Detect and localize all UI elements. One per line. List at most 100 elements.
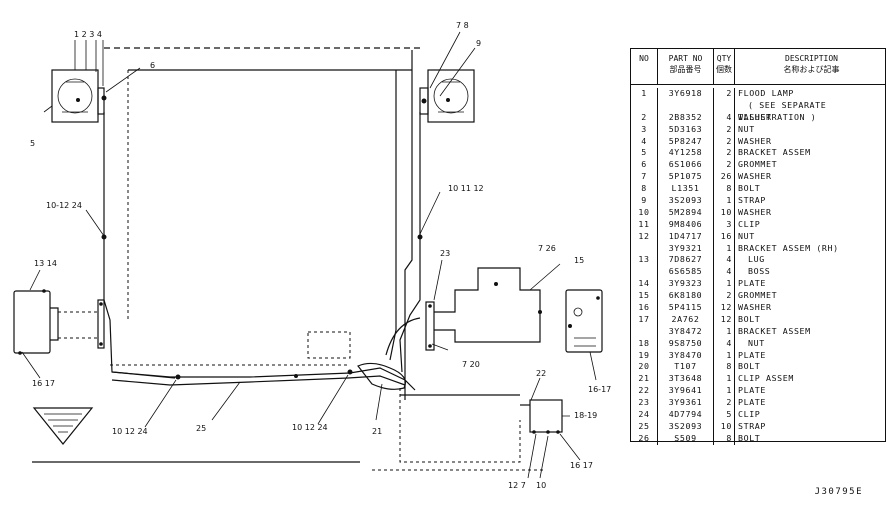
cell-qty: 10 <box>714 206 735 219</box>
callout-10-12-24-left: 10 12 24 <box>112 427 148 436</box>
cell-qty-text: 1 <box>726 242 732 253</box>
cell-qty-text: 2 <box>726 159 732 170</box>
cell-description-text: BOLT <box>738 432 761 443</box>
cell-description-text: WASHER <box>738 135 772 146</box>
cell-description: PLATE <box>735 397 885 409</box>
cell-part-no: 2B8352 <box>658 111 714 124</box>
cell-description: BOLT <box>735 433 885 445</box>
cell-part-no-text: 5P8247 <box>668 135 703 146</box>
cell-qty: 1 <box>714 373 735 386</box>
cell-description-text: WASHER <box>738 302 772 313</box>
cell-part-no: L1351 <box>658 183 714 196</box>
cell-qty: 1 <box>714 278 735 291</box>
cell-no: 5 <box>631 147 658 160</box>
lower-junction-box <box>399 388 563 463</box>
cell-no <box>631 99 658 112</box>
header-qty-en: QTY <box>716 54 732 63</box>
cell-qty-text: 1 <box>726 195 732 206</box>
cell-description: BOLT <box>735 314 885 326</box>
callout-13-14: 13 14 <box>34 259 57 268</box>
cell-description-text: BOLT <box>738 313 761 324</box>
cell-no: 20 <box>631 361 658 374</box>
cell-description-text: BOLT <box>738 183 761 194</box>
table-row: 9 3S2093 1 STRAP <box>631 195 885 207</box>
callout-9: 9 <box>476 39 481 48</box>
cell-no-text: 12 <box>638 230 650 241</box>
cell-no: 15 <box>631 290 658 303</box>
cell-part-no: 9S8750 <box>658 337 714 350</box>
cell-part-no: 3S2093 <box>658 195 714 207</box>
cell-no-text: 8 <box>641 183 647 194</box>
cell-description: CLIP <box>735 219 885 231</box>
cell-no-text: 15 <box>638 290 650 301</box>
cell-description-text: LUG <box>748 254 765 265</box>
cell-description: STRAP <box>735 195 885 207</box>
cell-qty: 2 <box>714 135 735 148</box>
callout-23: 23 <box>440 249 450 258</box>
strap-loop <box>385 317 421 356</box>
cell-qty-text: 2 <box>726 147 732 158</box>
cell-qty: 3 <box>714 218 735 231</box>
cell-part-no: 6S1066 <box>658 159 714 172</box>
cell-description: CLIP <box>735 409 885 421</box>
cell-qty-text: 4 <box>726 337 732 348</box>
cell-description-text: WASHER <box>738 206 772 217</box>
callout-7-20: 7 20 <box>462 360 480 369</box>
cell-no-text: 9 <box>641 195 647 206</box>
callout-7-8: 7 8 <box>456 21 469 30</box>
header-qty-jp: 個数 <box>716 65 732 74</box>
cell-no-text: 25 <box>638 420 650 431</box>
cell-no: 12 <box>631 230 658 243</box>
cell-part-no-text: 3Y9641 <box>668 385 703 396</box>
cell-part-no-text: 4Y1258 <box>668 147 703 158</box>
cell-qty: 2 <box>714 159 735 172</box>
cell-part-no-text: 2B8352 <box>668 111 703 122</box>
cell-part-no-text: 5P1075 <box>668 171 703 182</box>
cell-no-text: 10 <box>638 206 650 217</box>
cell-no-text: 19 <box>638 349 650 360</box>
cell-description: GROMMET <box>735 290 885 302</box>
cell-part-no: 3Y8472 <box>658 325 714 338</box>
cell-description-text: NUT <box>738 123 755 134</box>
cell-qty-text: 2 <box>726 123 732 134</box>
cell-description-text: GROMMET <box>738 290 778 301</box>
header-description-jp: 名称および記事 <box>783 65 840 74</box>
cell-no-text: 16 <box>638 302 650 313</box>
cell-no-text: 1 <box>641 88 647 98</box>
cell-qty-text: 1 <box>726 385 732 396</box>
header-part-no-en: PART NO <box>668 54 703 63</box>
cell-description-text: ( SEE SEPARATE ILLUSTRATION ) <box>738 99 827 122</box>
cell-description-text: GROMMET <box>738 159 778 170</box>
warning-triangle-icon <box>32 407 94 445</box>
cell-qty-text: 10 <box>720 206 732 217</box>
cell-no-text: 24 <box>638 409 650 420</box>
cell-description-text: NUT <box>748 337 765 348</box>
cell-part-no-text: 2A762 <box>671 313 700 324</box>
cell-qty <box>714 99 735 112</box>
cell-description-text: STRAP <box>738 195 766 206</box>
clip-assem-21 <box>357 362 406 390</box>
cell-qty-text: 12 <box>720 302 732 313</box>
callout-6: 6 <box>150 61 155 70</box>
cell-no-text: 6 <box>641 159 647 170</box>
cell-no-text: 14 <box>638 278 650 289</box>
cell-no-text: 20 <box>638 361 650 372</box>
cell-no: 13 <box>631 254 658 267</box>
cell-qty: 1 <box>714 349 735 362</box>
left-junction-box <box>13 289 105 355</box>
cell-no: 23 <box>631 397 658 410</box>
cell-part-no-text: 4D7794 <box>668 409 703 420</box>
right-harness-vertical <box>399 112 421 373</box>
cell-qty: 4 <box>714 266 735 279</box>
cell-no <box>631 242 658 255</box>
